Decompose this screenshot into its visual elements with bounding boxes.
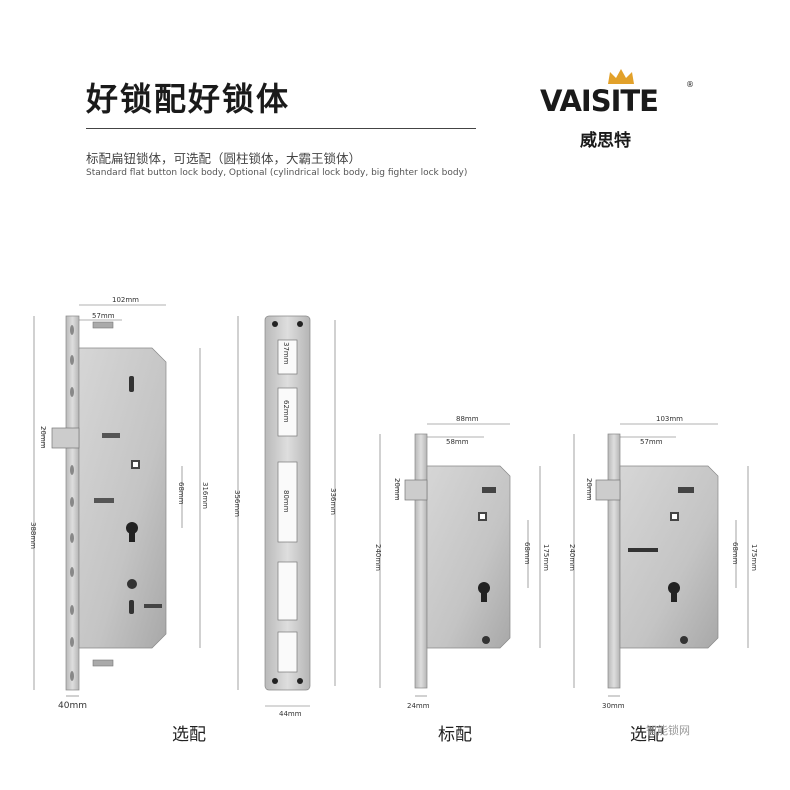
title-rule bbox=[86, 128, 476, 129]
lock-3-body bbox=[426, 465, 511, 649]
registered-mark: ® bbox=[686, 80, 694, 89]
lock-2-drawing bbox=[264, 315, 311, 691]
lock-4-spacing-label: 68mm bbox=[731, 542, 739, 565]
lock-4-latch-label: 20mm bbox=[585, 478, 593, 501]
lock-3-width-top-label: 88mm bbox=[456, 415, 479, 423]
lock-3-faceplate-label: 24mm bbox=[407, 702, 430, 710]
lock-2-height-inner-label: 336mm bbox=[329, 488, 337, 515]
lock-1-height-total-label: 388mm bbox=[29, 522, 37, 549]
lock-2-slot3-label: 80mm bbox=[282, 490, 290, 513]
caption-lock-1: 选配 bbox=[172, 725, 206, 745]
lock-2-height-total-label: 356mm bbox=[233, 490, 241, 517]
lock-1-latch-label: 20mm bbox=[39, 426, 47, 449]
lock-4-width-inner-label: 57mm bbox=[640, 438, 663, 446]
lock-3-height-body-label: 175mm bbox=[542, 544, 550, 571]
lock-2-width-label: 44mm bbox=[279, 710, 302, 718]
subtitle-chinese: 标配扁钮锁体，可选配（圆柱锁体，大霸王锁体） bbox=[86, 151, 362, 166]
lock-1-faceplate-label: 40mm bbox=[58, 701, 87, 711]
lock-4-dimension-lines bbox=[573, 423, 749, 697]
lock-3-height-total-label: 240mm bbox=[374, 544, 382, 571]
watermark: 智能锁网 bbox=[646, 724, 690, 737]
lock-4-drawing bbox=[595, 433, 719, 689]
lock-2-dimension-lines bbox=[237, 316, 336, 707]
lock-3-dimension-lines bbox=[379, 423, 541, 697]
lock-3-width-inner-label: 58mm bbox=[446, 438, 469, 446]
lock-3-faceplate bbox=[414, 433, 428, 689]
lock-1-spacing-label: 68mm bbox=[177, 482, 185, 505]
brand-name: VAISITE bbox=[540, 84, 659, 118]
lock-3-spacing-label: 68mm bbox=[523, 542, 531, 565]
lock-3-latch-label: 20mm bbox=[393, 478, 401, 501]
page-title: 好锁配好锁体 bbox=[86, 80, 291, 118]
lock-1-drawing bbox=[51, 315, 167, 691]
lock-4-height-body-label: 175mm bbox=[750, 544, 758, 571]
brand-logo: VAISITE ® 威思特 bbox=[540, 69, 700, 158]
brand-name-chinese: 威思特 bbox=[580, 131, 631, 151]
lock-4-faceplate bbox=[607, 433, 621, 689]
lock-3-drawing bbox=[404, 433, 511, 689]
subtitle-english: Standard flat button lock body, Optional… bbox=[86, 168, 468, 178]
lock-1-height-body-label: 316mm bbox=[201, 482, 209, 509]
lock-1-body bbox=[78, 347, 167, 649]
caption-lock-3: 标配 bbox=[438, 725, 472, 745]
lock-4-body bbox=[619, 465, 719, 649]
lock-1-width-inner-label: 57mm bbox=[92, 312, 115, 320]
caption-lock-4: 选配 bbox=[630, 725, 664, 745]
lock-1-dimension-lines bbox=[33, 304, 201, 697]
lock-4-faceplate-label: 30mm bbox=[602, 702, 625, 710]
lock-2-slot2-label: 62mm bbox=[282, 400, 290, 423]
lock-4-height-total-label: 240mm bbox=[568, 544, 576, 571]
lock-1-width-top-label: 102mm bbox=[112, 296, 139, 304]
lock-2-slot1-label: 37mm bbox=[282, 342, 290, 365]
lock-4-width-top-label: 103mm bbox=[656, 415, 683, 423]
crown-icon bbox=[608, 69, 634, 84]
